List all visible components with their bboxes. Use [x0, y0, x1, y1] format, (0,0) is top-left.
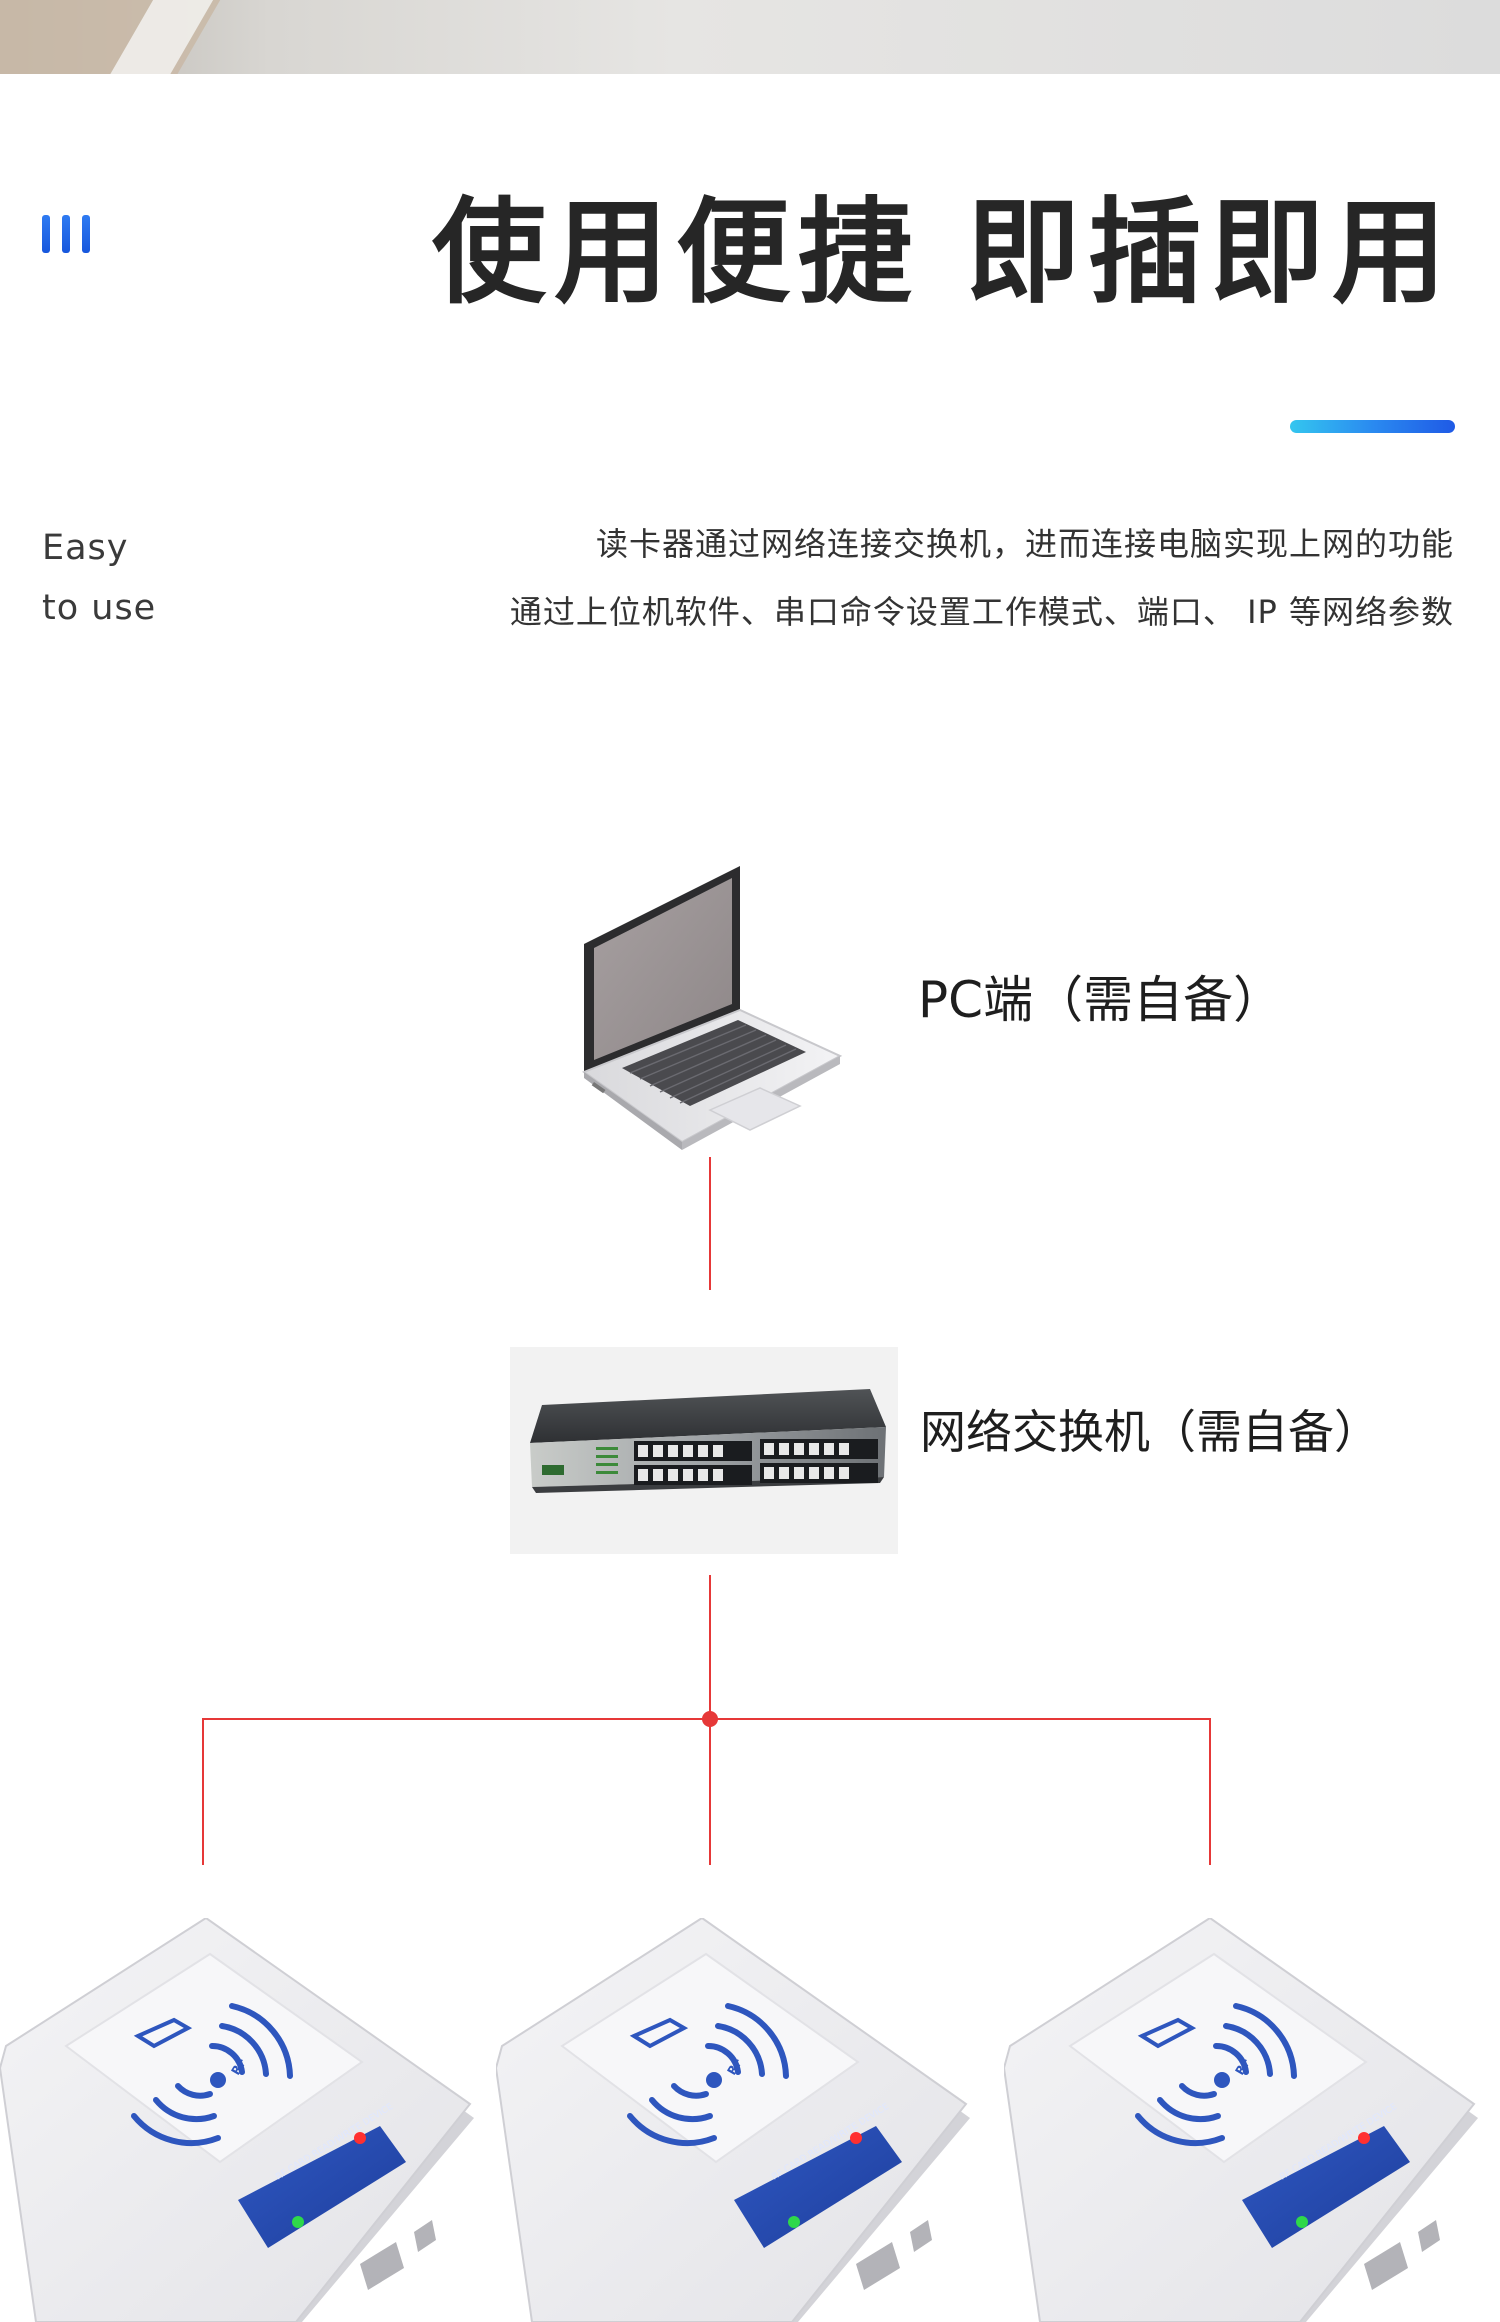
card-reader-icon: [1004, 1918, 1484, 2322]
wire-drop-left: [202, 1718, 204, 1865]
easy-to-use-caption: Easy to use: [42, 518, 156, 638]
junction-dot: [702, 1711, 718, 1727]
description-line-1: 读卡器通过网络连接交换机，进而连接电脑实现上网的功能: [595, 525, 1454, 563]
description-line-2: 通过上位机软件、串口命令设置工作模式、端口、 IP 等网络参数: [509, 593, 1454, 631]
decorative-bars-icon: [42, 215, 102, 255]
card-reader-icon: [0, 1918, 480, 2322]
accent-underline: [1290, 420, 1455, 433]
card-reader-icon: [496, 1918, 976, 2322]
caption-line-2: to use: [42, 588, 157, 628]
title-part-1: 使用便捷: [431, 186, 920, 319]
top-photo-strip: [0, 0, 1500, 74]
description: 读卡器通过网络连接交换机，进而连接电脑实现上网的功能 通过上位机软件、串口命令设…: [510, 510, 1454, 646]
network-switch-photo: [510, 1347, 898, 1554]
title-part-2: 即插即用: [965, 186, 1454, 319]
caption-line-1: Easy: [42, 528, 129, 568]
pc-label: PC端（需自备）: [918, 971, 1284, 1029]
switch-label: 网络交换机（需自备）: [920, 1405, 1380, 1459]
wire-pc-switch: [709, 1157, 711, 1290]
page-title: 使用便捷即插即用: [432, 196, 1454, 310]
wire-drop-right: [1209, 1718, 1211, 1865]
network-switch-icon: [530, 1389, 886, 1493]
laptop-icon: [581, 866, 843, 1150]
